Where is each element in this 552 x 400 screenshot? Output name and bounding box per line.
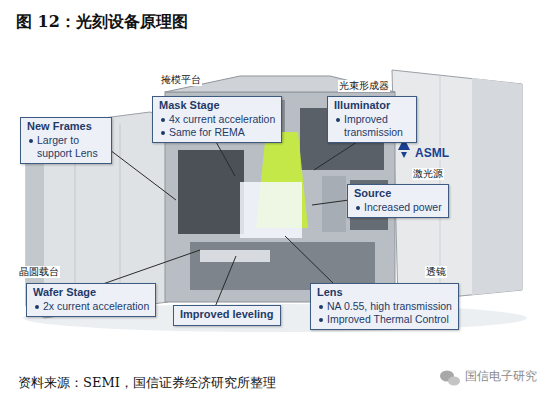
watermark: 国信电子研究 [464,369,538,383]
bullet-dot [161,131,165,135]
callout-bullet: Same for REMA [169,126,245,138]
part-name: 光束形成器 [338,80,390,92]
callout-heading: Wafer Stage [33,286,96,298]
callout-box: Mask Stage 4x current accelerationSame fo… [152,96,282,143]
callout-box: IlluminatorImproved transmission [327,96,417,143]
part-name: 晶圆载台 [18,266,60,278]
callout-box: Lens NA 0.55, high transmissionImproved T… [310,283,459,330]
callout-bullet: Increased power [364,201,442,213]
bullet-dot [161,118,165,122]
bullet-dot [356,206,360,210]
source-note: 资料来源：SEMI，国信证券经济研究所整理 [18,374,276,392]
part-name: 掩模平台 [160,74,202,86]
bullet-dot [319,305,323,309]
callout-bullet: Improved transmission [344,113,403,138]
bullet-dot [319,318,323,322]
callout-bullet: 2x current acceleration [43,300,149,312]
part-name: 透镜 [425,266,447,278]
wechat-icon [440,371,460,386]
callout-box: New FramesLarger to support Lens [20,117,112,164]
callout-bullet: 4x current acceleration [169,113,275,125]
callout-box: SourceIncreased power [347,184,449,218]
callout-bullet: Larger to support Lens [37,134,98,159]
callout-box: Improved leveling [173,305,281,326]
bullet-dot [35,305,39,309]
callout-bullet: NA 0.55, high transmission [327,300,452,312]
bullet-dot [29,139,33,143]
callout-heading: Mask Stage [159,99,220,111]
callout-heading: Improved leveling [180,308,274,320]
callout-box: Wafer Stage 2x current acceleration [26,283,156,317]
part-name: 激光源 [412,168,444,180]
callout-bullet: Improved Thermal Control [327,313,449,325]
callout-heading: Source [354,187,391,199]
figure-title: 图 12：光刻设备原理图 [16,12,188,33]
callout-heading: Lens [317,286,343,298]
bullet-dot [336,118,340,122]
callout-heading: Illuminator [334,99,390,111]
brand-logo-text: ASML [414,146,450,160]
callout-heading: New Frames [27,120,92,132]
